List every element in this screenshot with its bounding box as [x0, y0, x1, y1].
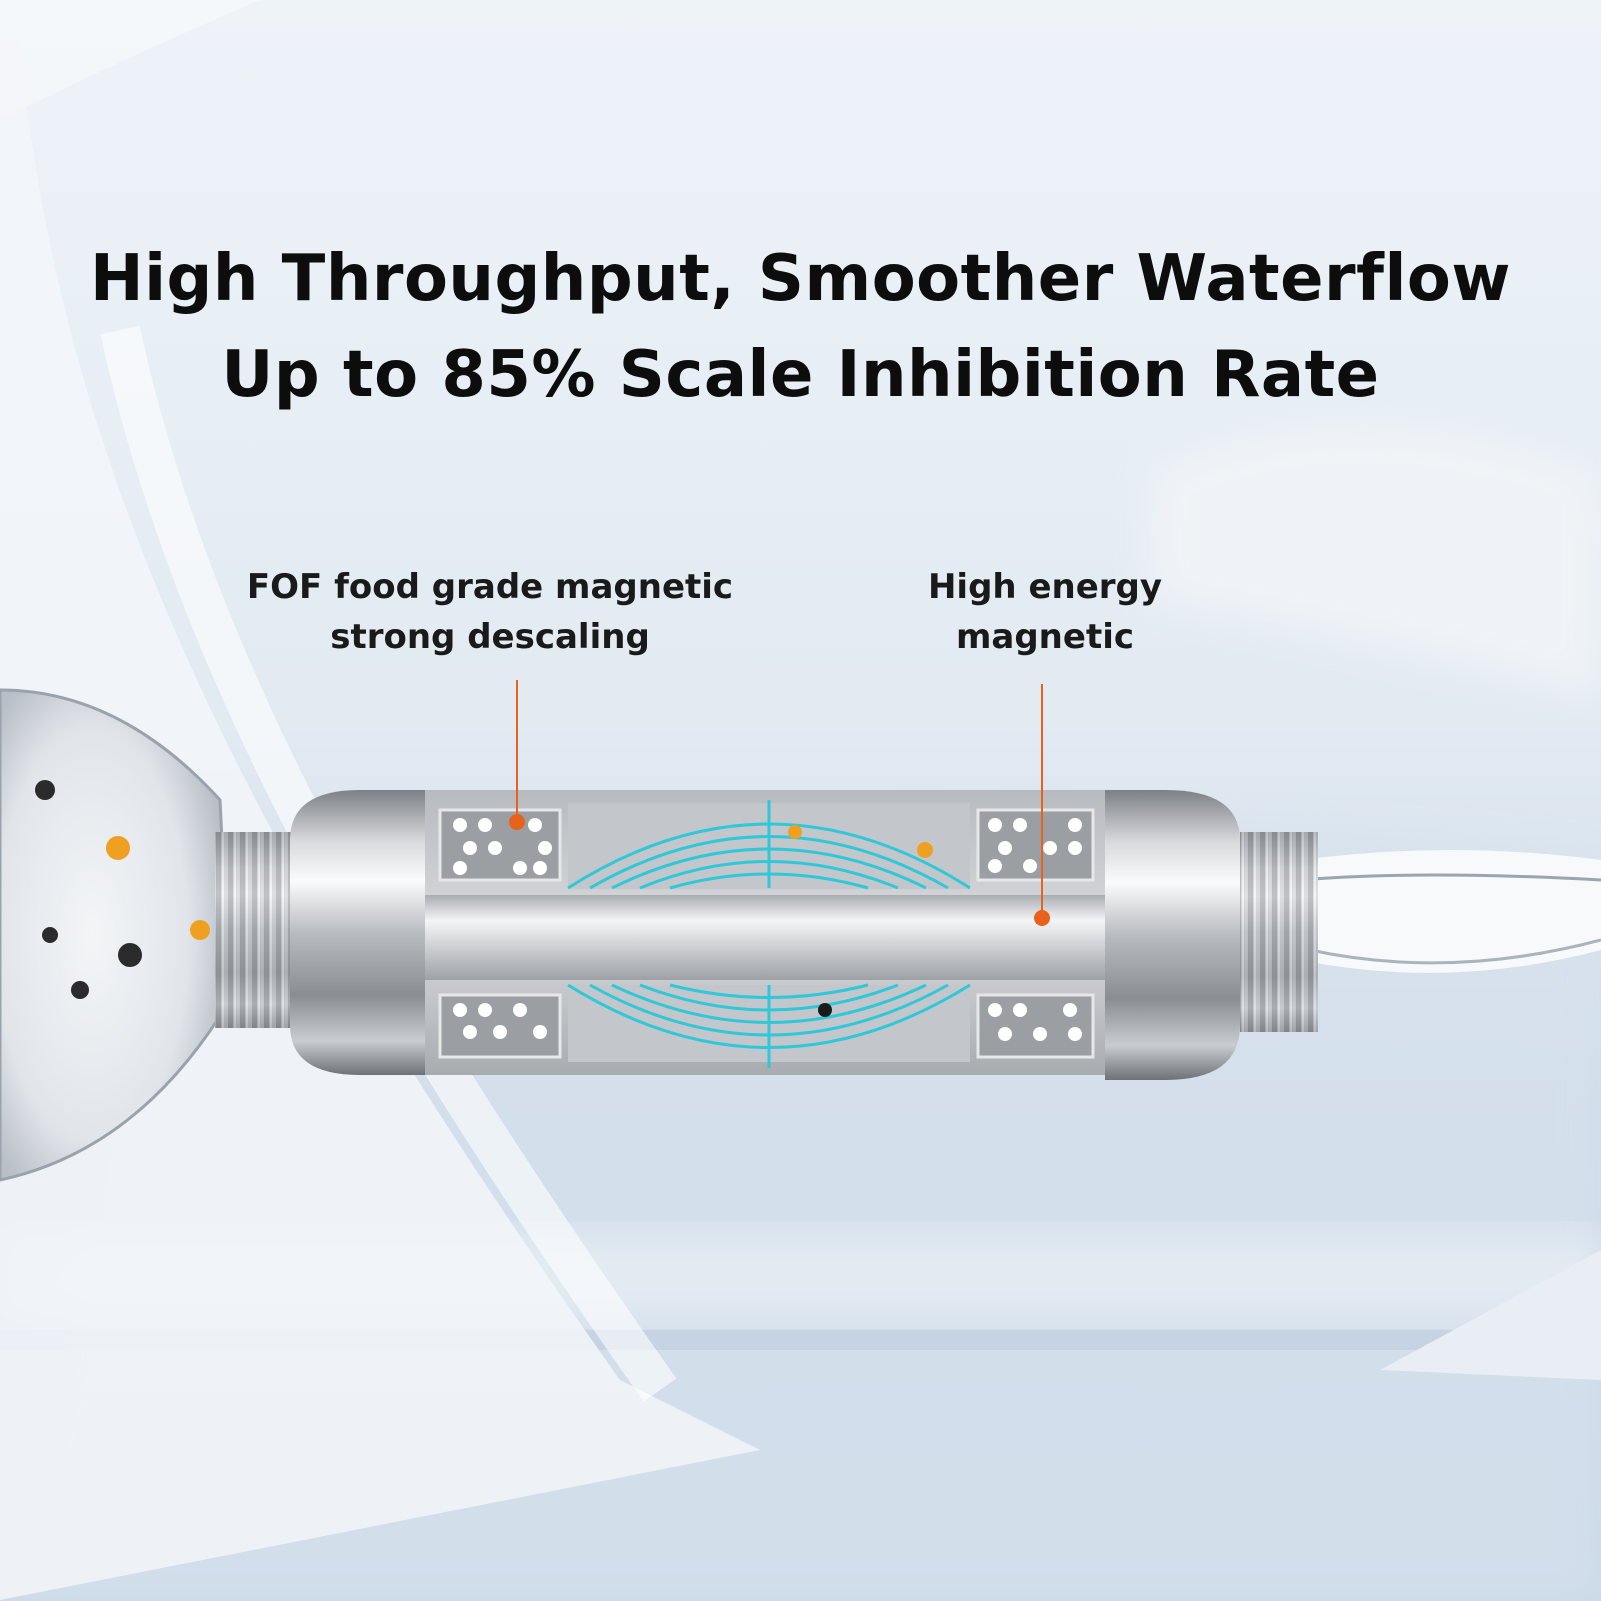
- callout-high-energy: High energy magnetic: [880, 562, 1210, 662]
- headline-line-2: Up to 85% Scale Inhibition Rate: [221, 338, 1380, 412]
- scale-particles-left: [106, 836, 210, 940]
- callout-fof-magnetic: FOF food grade magnetic strong descaling: [180, 562, 800, 662]
- callout-fof-line-2: strong descaling: [330, 617, 650, 657]
- callout-energy-line-1: High energy: [927, 567, 1163, 607]
- headline-line-1: High Throughput, Smoother Waterflow: [90, 242, 1511, 316]
- magnet-blocks: [438, 808, 1095, 1059]
- magnetic-field-lower: [567, 983, 971, 1068]
- leader-dot-fof: [509, 814, 525, 830]
- leader-lines: [516, 680, 1043, 918]
- callout-energy-line-2: magnetic: [955, 617, 1135, 657]
- callout-fof-line-1: FOF food grade magnetic: [246, 567, 734, 607]
- magnetic-field-upper: [567, 800, 971, 890]
- leader-dot-energy: [1034, 910, 1050, 926]
